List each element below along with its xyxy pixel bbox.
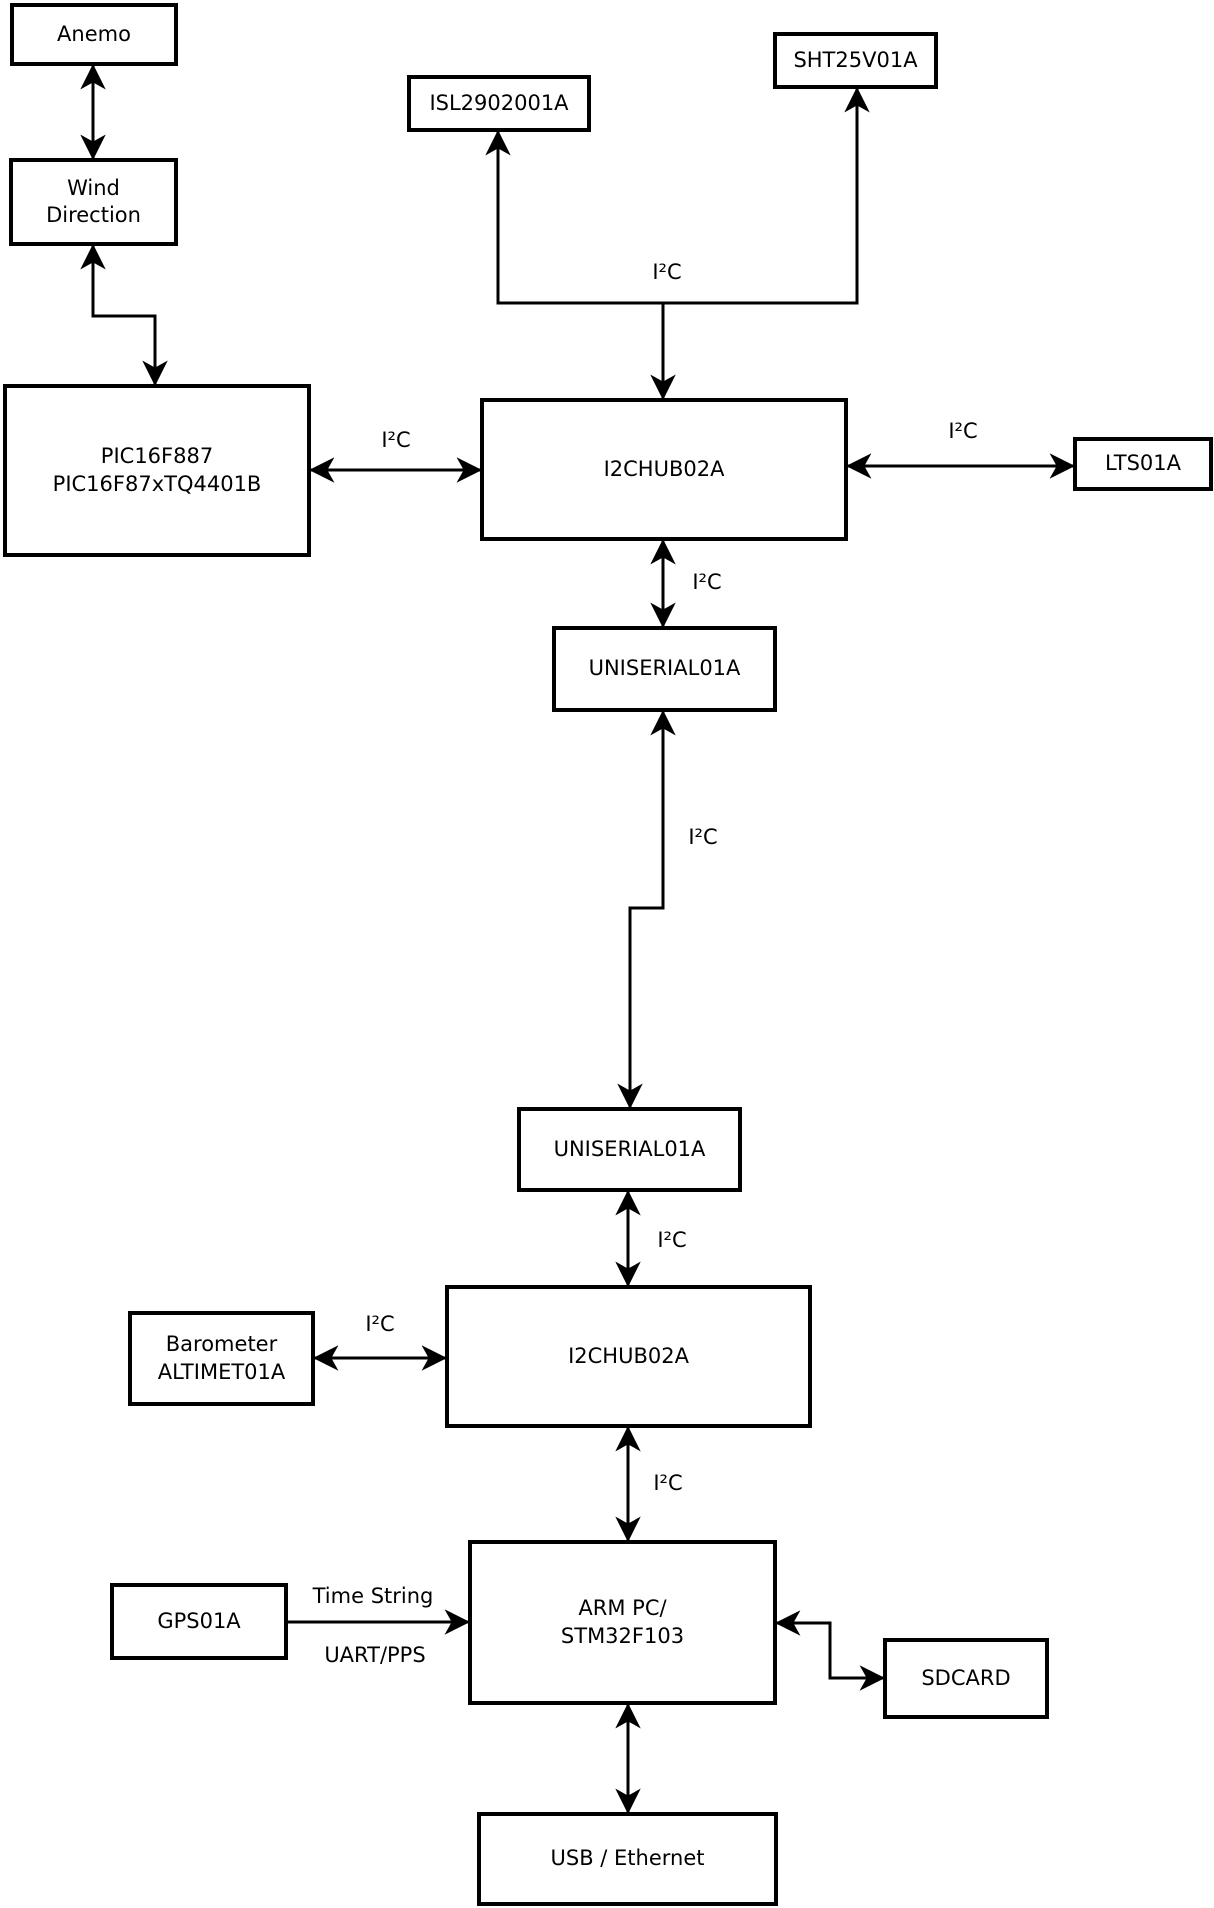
node-isl2902001a: ISL2902001A bbox=[407, 75, 591, 132]
edge-label-hub-uniserial-i2c: I²C bbox=[692, 570, 722, 594]
connector-arm-sdcard bbox=[774, 1610, 886, 1691]
edge-label-uniserial-hub2-i2c: I²C bbox=[657, 1228, 687, 1252]
node-i2chub02a-bottom: I2CHUB02A bbox=[445, 1285, 812, 1428]
node-usb-ethernet: USB / Ethernet bbox=[477, 1812, 778, 1906]
node-barometer-altimet01a: Barometer ALTIMET01A bbox=[128, 1311, 315, 1406]
edge-label-gps-uart-pps: UART/PPS bbox=[324, 1643, 426, 1667]
node-anemo: Anemo bbox=[10, 3, 178, 66]
edge-label-pic-hub-i2c: I²C bbox=[381, 428, 411, 452]
edge-label-hub-lts-i2c: I²C bbox=[948, 419, 978, 443]
node-wind-direction: Wind Direction bbox=[9, 158, 178, 246]
edge-label-gps-time-string: Time String bbox=[312, 1584, 434, 1608]
edge-label-hub2-arm-i2c: I²C bbox=[653, 1471, 683, 1495]
edge-label-baro-hub2-i2c: I²C bbox=[365, 1312, 395, 1336]
node-lts01a: LTS01A bbox=[1073, 437, 1213, 491]
connector-wind-pic bbox=[80, 243, 168, 387]
node-uniserial01a-top: UNISERIAL01A bbox=[552, 626, 777, 712]
node-gps01a: GPS01A bbox=[110, 1583, 288, 1660]
node-sdcard: SDCARD bbox=[883, 1638, 1049, 1719]
connector-bus-isl-sht bbox=[485, 86, 870, 305]
edge-label-uniserial-link-i2c: I²C bbox=[688, 825, 718, 849]
node-pic16f887: PIC16F887 PIC16F87xTQ4401B bbox=[3, 384, 311, 557]
edge-label-bus-top-i2c: I²C bbox=[652, 260, 682, 284]
node-i2chub02a-top: I2CHUB02A bbox=[480, 398, 848, 541]
connector-uniserial-link bbox=[617, 709, 676, 1110]
node-arm-pc-stm32f103: ARM PC/ STM32F103 bbox=[468, 1540, 777, 1705]
node-uniserial01a-bottom: UNISERIAL01A bbox=[517, 1107, 742, 1192]
node-sht25v01a: SHT25V01A bbox=[773, 32, 938, 89]
